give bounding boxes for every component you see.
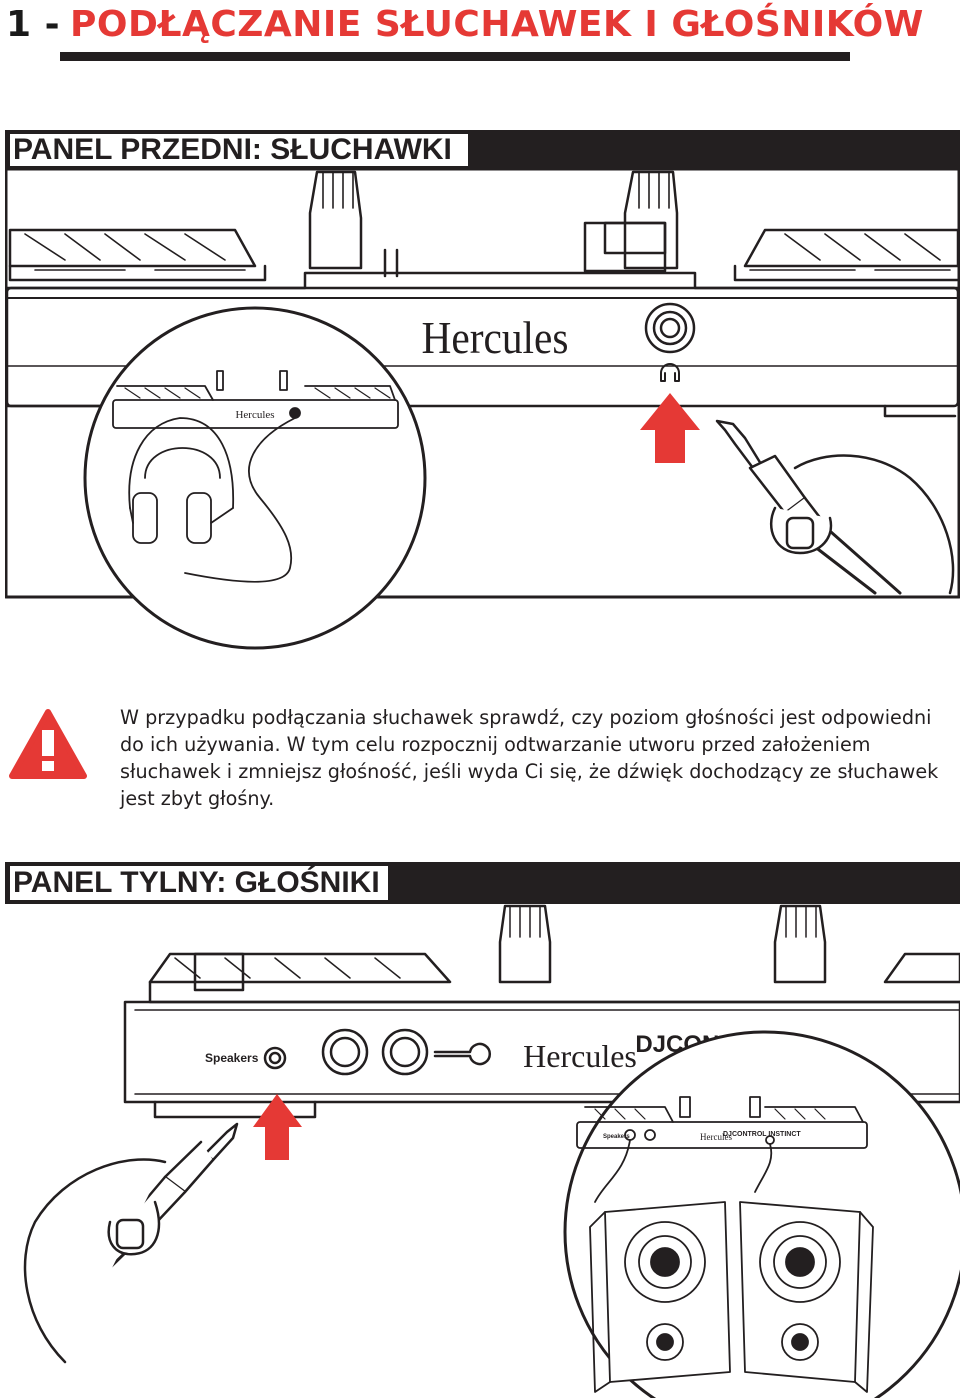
heading-rule <box>60 52 850 61</box>
mini-speakers-label: Speakers <box>603 1134 630 1140</box>
speakers-label: Speakers <box>205 1051 259 1065</box>
front-panel-illustration: Hercules Hercules <box>5 168 960 668</box>
warning-text: W przypadku podłączania słuchawek sprawd… <box>120 704 940 812</box>
back-logo: Hercules <box>523 1038 637 1074</box>
mini-front-logo: Hercules <box>235 409 274 421</box>
section-title: PODŁĄCZANIE SŁUCHAWEK I GŁOŚNIKÓW <box>70 4 924 45</box>
section-number: 1 - <box>6 4 60 45</box>
front-panel-title: PANEL PRZEDNI: SŁUCHAWKI <box>13 133 452 167</box>
back-panel-title: PANEL TYLNY: GŁOŚNIKI <box>13 866 380 900</box>
front-logo: Hercules <box>421 313 568 363</box>
front-panel-header: PANEL PRZEDNI: SŁUCHAWKI <box>5 130 960 170</box>
back-panel-header: PANEL TYLNY: GŁOŚNIKI <box>5 862 960 904</box>
warning-icon <box>8 708 88 780</box>
section-heading: 1 - PODŁĄCZANIE SŁUCHAWEK I GŁOŚNIKÓW <box>6 0 924 48</box>
back-panel-illustration: Speakers Hercules DJCONTROL <box>5 902 960 1398</box>
mini-product-logo: DJCONTROL INSTINCT <box>723 1131 801 1138</box>
